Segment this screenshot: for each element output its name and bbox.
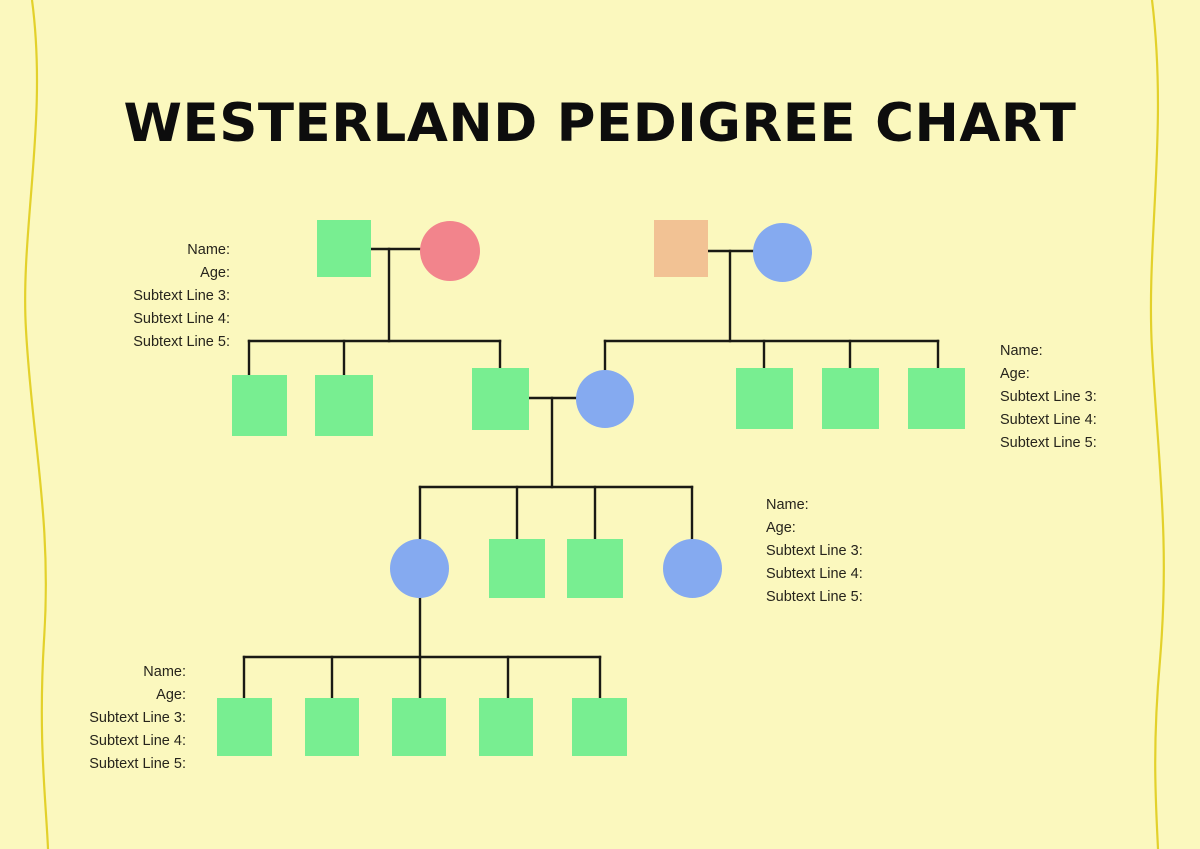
pedigree-node-g3-b[interactable]	[489, 539, 545, 598]
label-line5: Subtext Line 5:	[1000, 434, 1097, 451]
pedigree-node-g1-d[interactable]	[753, 223, 812, 282]
label-age: Age:	[156, 686, 186, 703]
label-name: Name:	[766, 497, 809, 513]
label-line5: Subtext Line 5:	[766, 588, 863, 605]
label-block-mid-right: Name: Age: Subtext Line 3: Subtext Line …	[1000, 340, 1180, 455]
pedigree-node-g2-d[interactable]	[576, 370, 634, 428]
pedigree-node-g2-f[interactable]	[822, 368, 879, 429]
label-line3: Subtext Line 3:	[89, 709, 186, 726]
label-name: Name:	[1000, 343, 1043, 359]
label-line3: Subtext Line 3:	[766, 542, 863, 559]
pedigree-node-g3-c[interactable]	[567, 539, 623, 598]
pedigree-node-g4-b[interactable]	[305, 698, 359, 756]
label-name: Name:	[187, 242, 230, 258]
label-age: Age:	[1000, 365, 1030, 382]
label-age: Age:	[200, 264, 230, 281]
label-line4: Subtext Line 4:	[133, 310, 230, 327]
pedigree-node-g3-d[interactable]	[663, 539, 722, 598]
label-block-top-left: Name: Age: Subtext Line 3: Subtext Line …	[60, 239, 230, 354]
label-line3: Subtext Line 3:	[133, 287, 230, 304]
pedigree-node-g4-d[interactable]	[479, 698, 533, 756]
pedigree-node-g3-a[interactable]	[390, 539, 449, 598]
pedigree-node-g1-a[interactable]	[317, 220, 371, 277]
pedigree-node-g4-a[interactable]	[217, 698, 272, 756]
pedigree-node-g2-e[interactable]	[736, 368, 793, 429]
label-name: Name:	[143, 664, 186, 680]
page-title: WESTERLAND PEDIGREE CHART	[123, 93, 1077, 154]
pedigree-node-g2-c[interactable]	[472, 368, 529, 430]
label-line4: Subtext Line 4:	[766, 565, 863, 582]
label-age: Age:	[766, 519, 796, 536]
label-line4: Subtext Line 4:	[1000, 411, 1097, 428]
pedigree-node-g1-c[interactable]	[654, 220, 708, 277]
label-line3: Subtext Line 3:	[1000, 388, 1097, 405]
pedigree-node-g1-b[interactable]	[420, 221, 480, 281]
label-line5: Subtext Line 5:	[89, 755, 186, 772]
pedigree-node-g2-b[interactable]	[315, 375, 373, 436]
pedigree-node-g4-e[interactable]	[572, 698, 627, 756]
label-line4: Subtext Line 4:	[89, 732, 186, 749]
label-block-bottom-left: Name: Age: Subtext Line 3: Subtext Line …	[16, 661, 186, 776]
pedigree-node-g2-a[interactable]	[232, 375, 287, 436]
pedigree-node-g2-g[interactable]	[908, 368, 965, 429]
pedigree-node-g4-c[interactable]	[392, 698, 446, 756]
label-block-center-right: Name: Age: Subtext Line 3: Subtext Line …	[766, 494, 946, 609]
label-line5: Subtext Line 5:	[133, 333, 230, 350]
